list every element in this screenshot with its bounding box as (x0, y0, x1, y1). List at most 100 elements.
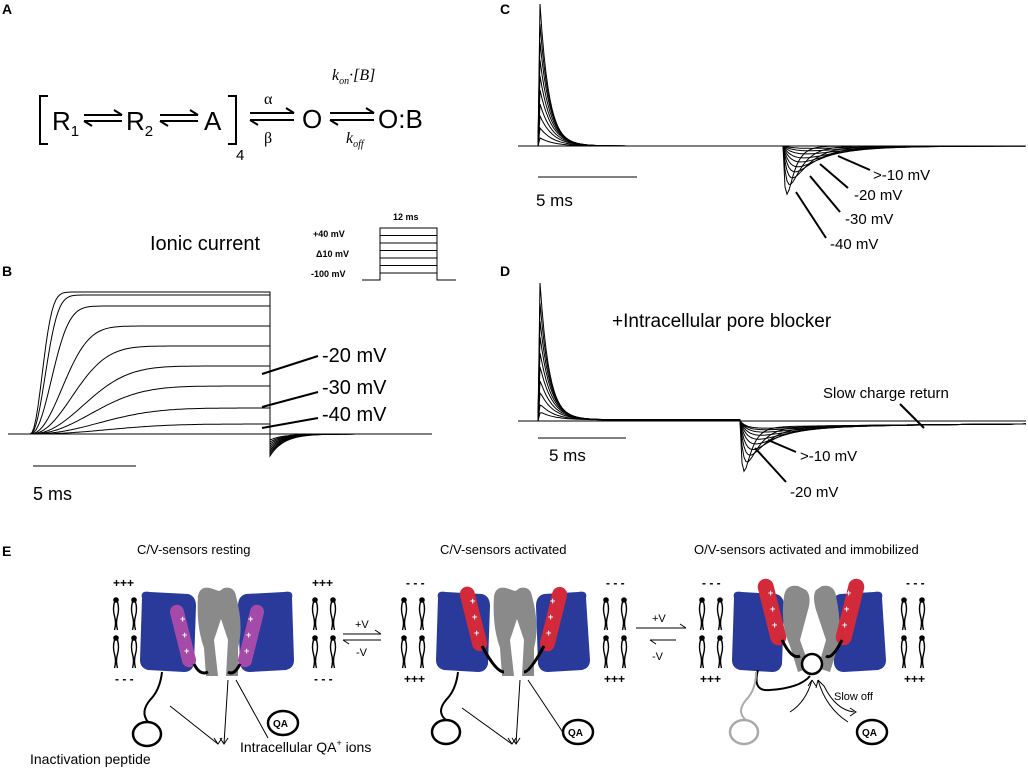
svg-text:+: + (470, 596, 475, 606)
lipid-tail (115, 601, 120, 631)
transition1-forward-arrow (343, 629, 382, 635)
lipid-head (401, 597, 407, 603)
gating-current-trace (518, 59, 1025, 173)
gating-traces-c (518, 3, 1025, 196)
lipid-tail (418, 601, 423, 631)
gating-current-trace (518, 23, 1025, 186)
scheme-right-bracket (228, 95, 237, 145)
lipid-tail (112, 601, 117, 631)
svg-text:+: + (474, 628, 479, 638)
lipid-head (901, 635, 907, 641)
lipid-tail (620, 601, 625, 631)
scheme-alpha: α (264, 91, 273, 108)
lipid-tail (719, 601, 724, 631)
charge-s3-left-bottom: +++ (700, 672, 721, 686)
s3-arrow-slow-off (815, 679, 849, 723)
panel-letter-c: C (500, 1, 510, 17)
lipid-tail (332, 639, 337, 669)
s1-linker-left (192, 663, 209, 675)
lipid-tail (698, 601, 703, 631)
charge-s3-left-top: - - - (702, 576, 721, 590)
gating-c-label-m20: -20 mV (854, 187, 902, 204)
svg-text:+: + (842, 620, 847, 630)
leader-ionic-m20 (261, 355, 319, 375)
gating-current-trace (518, 412, 1026, 429)
svg-text:+: + (844, 604, 849, 614)
lipid-tail (903, 639, 908, 669)
scheme-r2: R2 (126, 106, 153, 140)
protocol-top-label: +40 mV (313, 229, 345, 239)
lipid-tail (620, 639, 625, 669)
scheme-beta: β (264, 130, 272, 147)
ionic-scale-label: 5 ms (33, 484, 72, 504)
s3-pore-left (782, 585, 810, 672)
s2-sensor-charges: +++ +++ (470, 596, 555, 638)
gating-c-label-m10: >-10 mV (873, 167, 930, 184)
transition1-back-arrow (342, 639, 381, 645)
protocol-bottom-label: -100 mV (311, 269, 346, 279)
panel-c: C >-10 mV -20 mV -30 mV -40 mV 5 ms (500, 1, 1026, 253)
s2-linker-left (480, 645, 505, 674)
gating-current-trace (518, 336, 1027, 450)
lipid-head (113, 635, 119, 641)
charge-s1-left-bottom: - - - (115, 672, 134, 686)
s3-peptide-chain (740, 671, 757, 721)
s3-linker-right (825, 639, 844, 659)
inactivation-peptide-label: Inactivation peptide (30, 751, 151, 767)
state2-title: C/V-sensors activated (440, 542, 566, 557)
lipid-tail (921, 601, 926, 631)
gating-current-trace (518, 41, 1025, 179)
scheme-a: A (204, 106, 222, 136)
charge-s2-left-bottom: +++ (404, 672, 425, 686)
lipid-tail (900, 601, 905, 631)
lipid-head (113, 597, 119, 603)
s1-qa-paths (169, 679, 269, 745)
ionic-label-m30: -30 mV (322, 377, 387, 399)
svg-text:+: + (184, 646, 189, 656)
gating-d-label-m10: >-10 mV (800, 448, 857, 465)
lipid-tail (311, 639, 316, 669)
charge-s1-left-top: +++ (113, 576, 134, 590)
scheme-ob: O:B (378, 104, 423, 134)
svg-text:+: + (772, 620, 777, 630)
charge-s3-right-bottom: +++ (904, 672, 925, 686)
panel-a: A 4 R1 R2 A α β O kon·[B] koff O:B (2, 1, 423, 164)
s1-arrowhead-a (213, 737, 223, 745)
charge-s1-right-top: +++ (312, 576, 333, 590)
transition1-pos-label: +V (355, 619, 369, 631)
leader-slow-charge (899, 403, 925, 429)
transition2-neg-label: -V (652, 651, 664, 663)
leader-d-m20 (754, 447, 787, 483)
s2-inactivation-ball (430, 718, 462, 746)
s2-qa-paths (461, 679, 569, 745)
leader-c-m20 (819, 163, 849, 189)
scheme-koff: koff (346, 130, 365, 150)
gating-current-trace (518, 380, 1027, 436)
s3-qa-label: QA (862, 728, 877, 739)
s1-arrowhead-b (219, 737, 229, 745)
panel-b: B Ionic current +40 mV Δ10 mV -100 mV 12… (2, 212, 456, 504)
equilibrium-arrows-r2-a (159, 109, 199, 127)
ionic-label-m20: -20 mV (322, 345, 387, 367)
s2-arrowhead-b (511, 737, 521, 745)
s3-pore-right (814, 585, 840, 672)
transition2-pos-label: +V (652, 613, 666, 625)
lipid-tail (701, 601, 706, 631)
lipid-head (330, 635, 336, 641)
protocol-step-label: Δ10 mV (316, 249, 349, 259)
leader-c-m10 (837, 155, 871, 171)
s3-blocker-in-pore (800, 652, 824, 676)
charge-s2-left-top: - - - (406, 576, 425, 590)
s3-inactivation-ball (728, 718, 760, 746)
lipid-tail (133, 639, 138, 669)
equilibrium-arrows-r1-r2 (83, 109, 123, 127)
gating-c-label-m40: -40 mV (830, 236, 878, 253)
s2-peptide-chain (440, 671, 459, 721)
s3-linker-left (780, 639, 801, 659)
s1-pore-right (216, 587, 241, 676)
panel-letter-d: D (500, 263, 510, 279)
lipid-tail (918, 639, 923, 669)
protocol-duration-label: 12 ms (393, 212, 419, 222)
lipid-tail (130, 639, 135, 669)
